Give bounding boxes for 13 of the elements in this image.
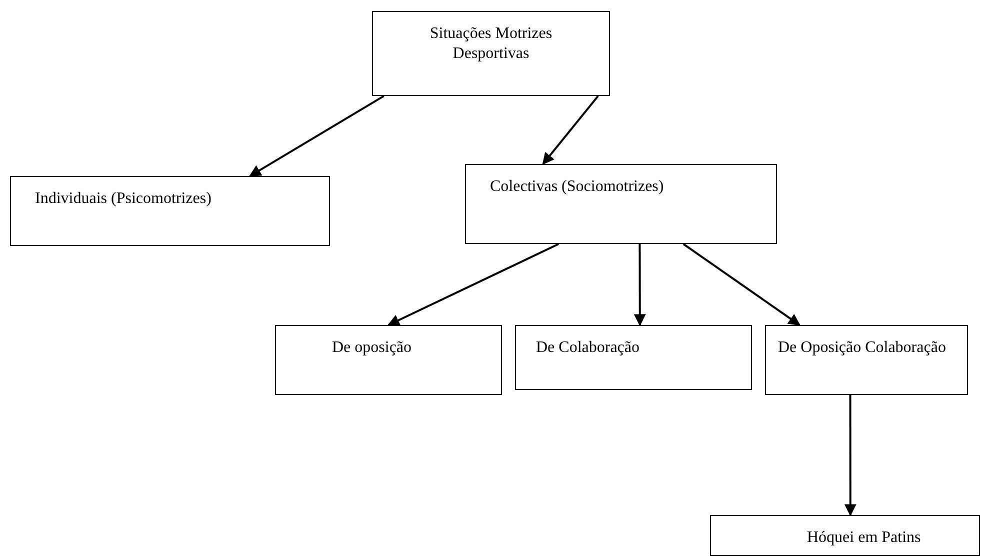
text-box: De Oposição Colaboração xyxy=(765,325,968,395)
text-box: De Colaboração xyxy=(515,325,752,390)
arrow xyxy=(844,395,856,516)
text-box: Individuais (Psicomotrizes) xyxy=(10,176,330,246)
arrow xyxy=(682,243,800,326)
text-box: Hóquei em Patins xyxy=(710,515,980,556)
text-box: Situações Motrizes Desportivas xyxy=(372,11,610,96)
arrow xyxy=(634,244,646,326)
text-box: De oposição xyxy=(275,325,502,395)
arrow xyxy=(542,95,599,165)
arrow xyxy=(248,95,384,177)
text-box: Colectivas (Sociomotrizes) xyxy=(465,164,777,244)
arrow xyxy=(387,243,560,326)
